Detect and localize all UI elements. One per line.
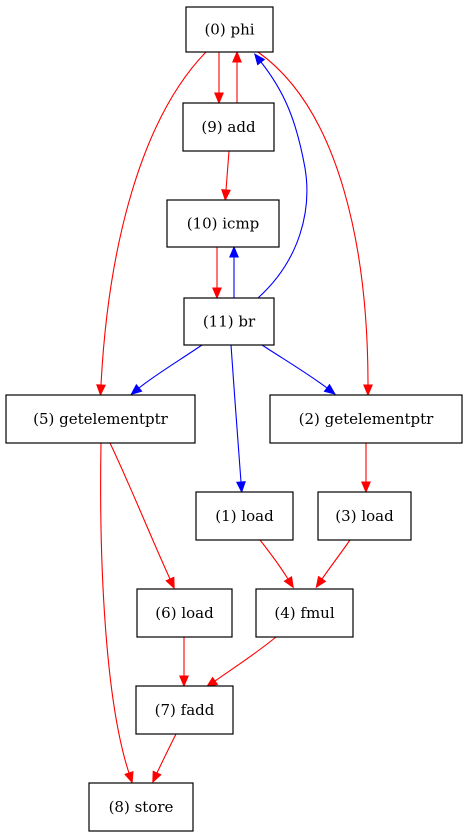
node-label: (9) add bbox=[201, 118, 256, 136]
edge-arrowhead bbox=[152, 770, 162, 784]
edge-n5-n8 bbox=[100, 442, 134, 784]
edge-line bbox=[214, 636, 277, 682]
node-1-load[interactable]: (1) load bbox=[195, 491, 294, 541]
edge-n9-n10 bbox=[221, 150, 231, 202]
edge-arrowhead bbox=[124, 770, 134, 784]
node-7-fadd[interactable]: (7) fadd bbox=[135, 685, 234, 735]
node-label: (8) store bbox=[109, 798, 174, 816]
node-9-add[interactable]: (9) add bbox=[182, 102, 275, 152]
node-11-br[interactable]: (11) br bbox=[183, 297, 275, 346]
edge-arrowhead bbox=[221, 189, 231, 202]
edge-n4-n7 bbox=[205, 636, 277, 688]
node-label: (3) load bbox=[335, 507, 394, 525]
node-label: (1) load bbox=[215, 507, 274, 525]
edge-n11-n10 bbox=[229, 245, 239, 298]
edge-line bbox=[109, 442, 171, 580]
edge-arrowhead bbox=[165, 576, 175, 590]
edge-line bbox=[257, 51, 369, 386]
edge-line bbox=[100, 442, 130, 774]
edge-arrowhead bbox=[361, 481, 371, 494]
edge-n7-n8 bbox=[152, 733, 177, 784]
edge-n0-n5 bbox=[96, 51, 207, 397]
edges-layer bbox=[96, 50, 373, 784]
edge-arrowhead bbox=[236, 481, 246, 494]
edge-n11-n5 bbox=[130, 344, 203, 396]
edge-n2-n3 bbox=[361, 443, 371, 494]
edge-arrowhead bbox=[232, 50, 242, 63]
node-8-store[interactable]: (8) store bbox=[88, 782, 194, 832]
edge-arrowhead bbox=[315, 575, 327, 589]
edge-arrowhead bbox=[323, 383, 336, 395]
edge-n0-n2 bbox=[257, 51, 373, 397]
node-0-phi[interactable]: (0) phi bbox=[185, 6, 274, 53]
node-label: (7) fadd bbox=[155, 701, 215, 719]
edge-arrowhead bbox=[205, 676, 219, 688]
edge-n9-n0 bbox=[232, 50, 242, 103]
node-2-getelementptr[interactable]: (2) getelementptr bbox=[269, 394, 463, 444]
edge-line bbox=[321, 539, 351, 580]
edge-line bbox=[261, 344, 328, 389]
edge-n10-n11 bbox=[212, 247, 222, 300]
edge-line bbox=[100, 51, 207, 386]
edge-line bbox=[225, 150, 230, 191]
edge-n0-n9 bbox=[214, 51, 224, 105]
edge-n6-n7 bbox=[179, 637, 189, 688]
node-4-fmul[interactable]: (4) fmul bbox=[255, 588, 354, 638]
node-6-load[interactable]: (6) load bbox=[136, 588, 233, 638]
edge-line bbox=[230, 344, 242, 483]
edge-line bbox=[259, 539, 289, 580]
edge-arrowhead bbox=[130, 383, 143, 396]
node-label: (0) phi bbox=[204, 21, 254, 39]
edge-arrowhead bbox=[283, 575, 294, 589]
node-label: (2) getelementptr bbox=[299, 410, 434, 428]
edge-line bbox=[156, 733, 177, 774]
edge-n5-n6 bbox=[109, 442, 175, 590]
node-label: (11) br bbox=[203, 313, 256, 331]
edge-arrowhead bbox=[363, 384, 373, 397]
node-label: (4) fmul bbox=[274, 604, 334, 622]
edge-arrowhead bbox=[214, 92, 224, 105]
edge-n1-n4 bbox=[259, 539, 294, 589]
node-5-getelementptr[interactable]: (5) getelementptr bbox=[5, 394, 196, 444]
node-3-load[interactable]: (3) load bbox=[317, 491, 412, 541]
node-label: (6) load bbox=[155, 604, 214, 622]
node-label: (5) getelementptr bbox=[33, 410, 168, 428]
nodes-layer: (0) phi (9) add (10) icmp (11) br (5) ge… bbox=[5, 6, 463, 832]
edge-n11-n1 bbox=[230, 344, 246, 494]
edge-arrowhead bbox=[96, 384, 106, 397]
edge-line bbox=[138, 344, 203, 389]
edge-arrowhead bbox=[229, 245, 239, 258]
edge-line bbox=[257, 61, 308, 299]
node-10-icmp[interactable]: (10) icmp bbox=[166, 199, 280, 248]
edge-arrowhead bbox=[179, 675, 189, 688]
node-label: (10) icmp bbox=[187, 215, 260, 233]
edge-n11-n2 bbox=[261, 344, 336, 395]
edge-n11-n0 bbox=[254, 53, 308, 299]
edge-arrowhead bbox=[254, 53, 266, 66]
edge-arrowhead bbox=[212, 287, 222, 300]
edge-n3-n4 bbox=[315, 539, 351, 589]
